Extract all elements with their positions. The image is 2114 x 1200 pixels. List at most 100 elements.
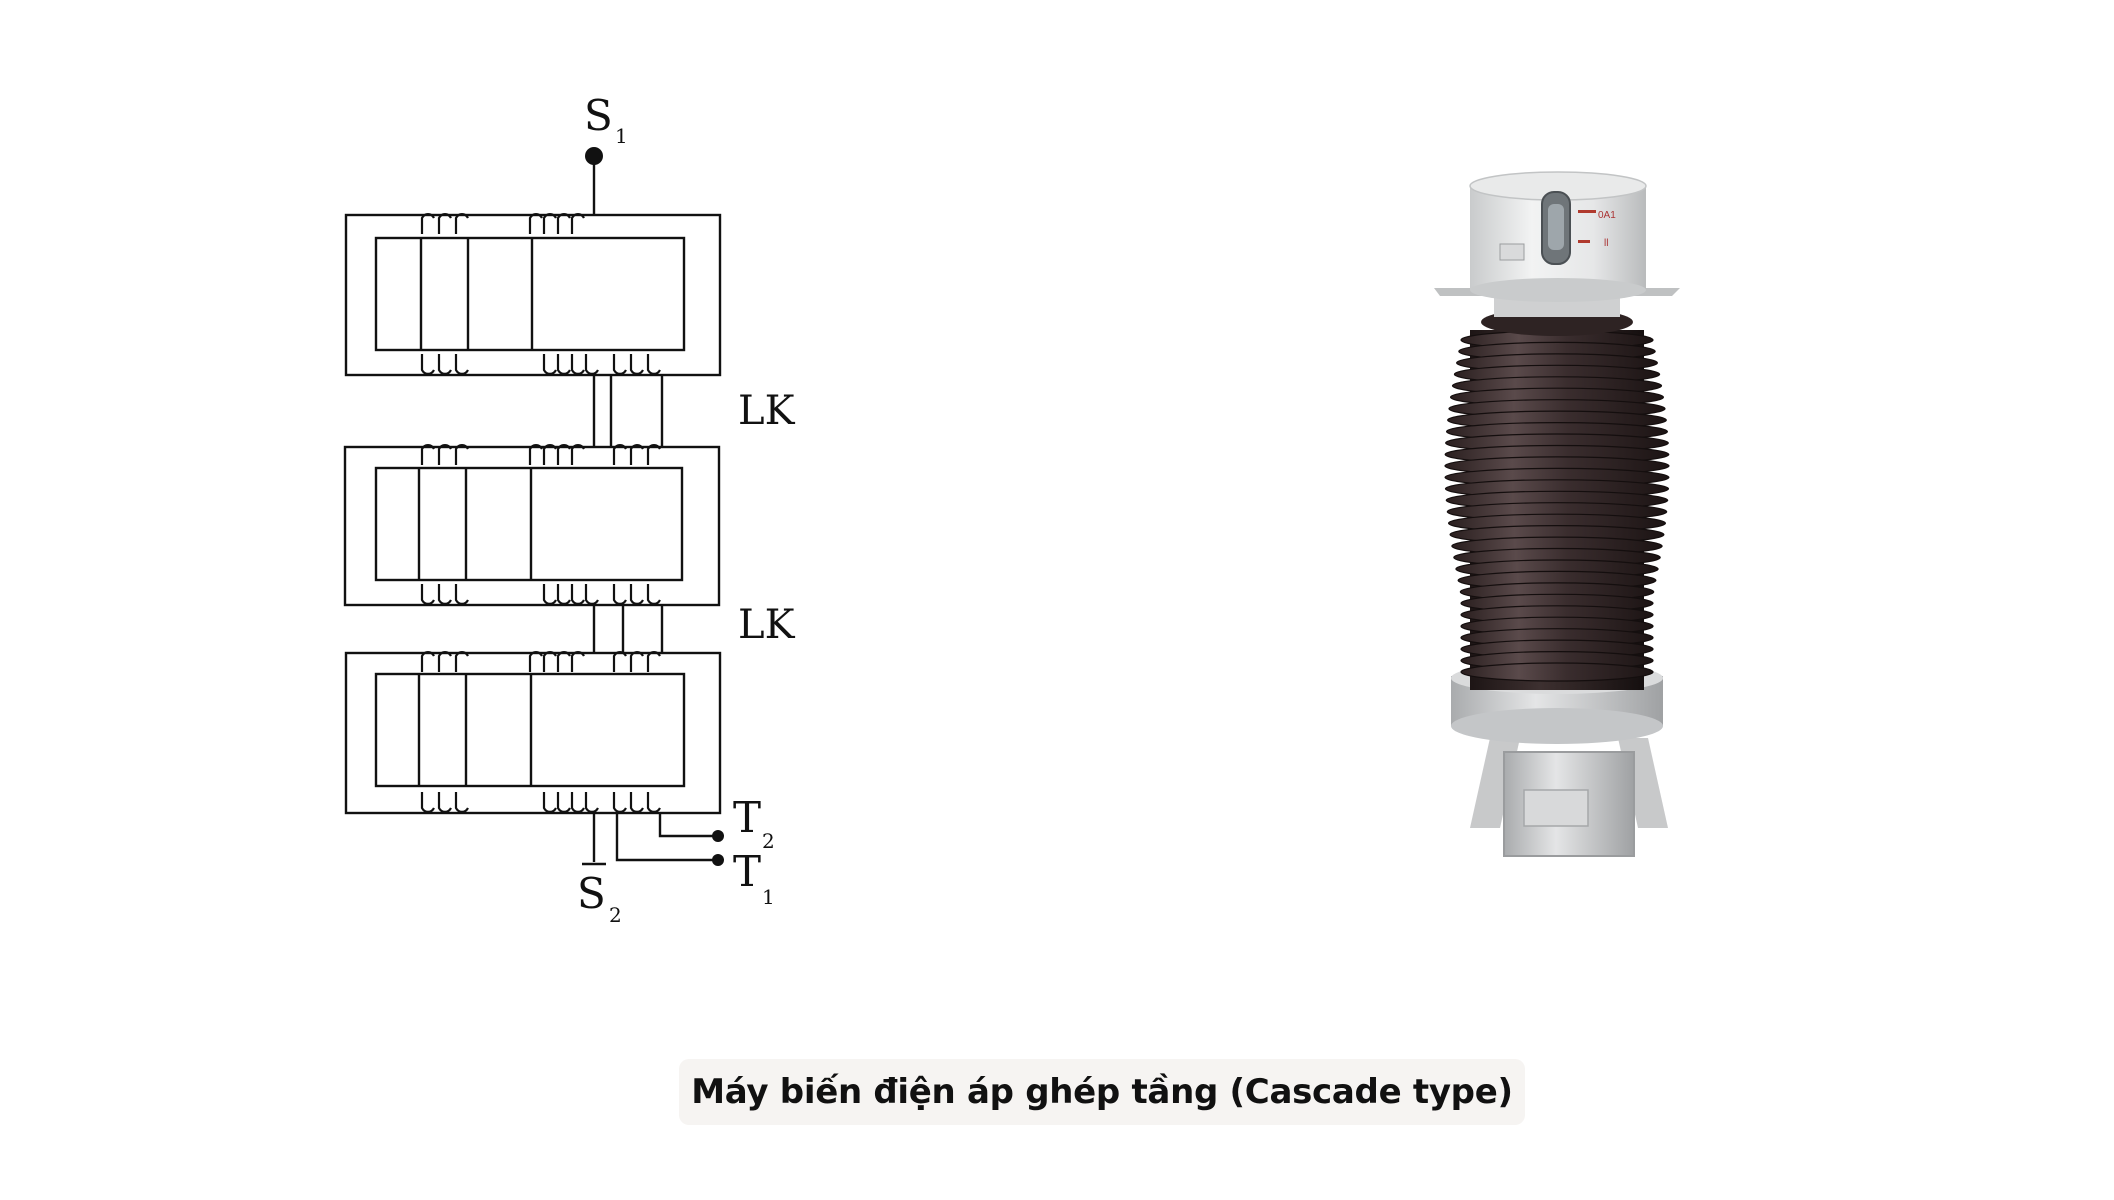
coil-turn <box>437 354 452 375</box>
coil-turn <box>556 354 571 375</box>
coil-turn <box>612 584 627 605</box>
coupling-label-2: LK <box>738 602 796 648</box>
nameplate-mark-1: 0A1 <box>1598 210 1616 221</box>
terminal-s2: S 2 <box>577 813 622 927</box>
svg-text:1: 1 <box>615 124 628 148</box>
coil-turn <box>612 444 627 465</box>
svg-text:S: S <box>584 91 613 140</box>
caption-text: Máy biến điện áp ghép tầng (Cascade type… <box>691 1072 1513 1112</box>
cascade-transformer-photo: 0A1 ll <box>1434 171 1680 857</box>
terminal-t1-label: T 1 <box>733 847 775 909</box>
coil-windings <box>420 213 661 813</box>
svg-text:2: 2 <box>762 829 775 853</box>
coil-turn <box>542 584 557 605</box>
coil-turn <box>542 354 557 375</box>
coil-turn <box>556 213 571 234</box>
stage-1-bottom-coil-left <box>420 354 469 375</box>
stage-3-bottom-coil-main <box>542 792 599 813</box>
coil-turn <box>454 354 469 375</box>
coil-turn <box>420 354 435 375</box>
coil-turn <box>528 651 543 672</box>
stage-3-top-coil-right <box>612 651 661 672</box>
stage-1-top-coil-left <box>420 213 469 234</box>
coil-turn <box>646 651 661 672</box>
coil-turn <box>612 651 627 672</box>
terminal-s1: S 1 <box>584 91 628 215</box>
coil-turn <box>556 651 571 672</box>
nameplate-mark-2: ll <box>1604 238 1608 249</box>
stage-2-bottom-coil-right <box>612 584 661 605</box>
coil-turn <box>629 584 644 605</box>
coil-turn <box>612 354 627 375</box>
terminal-t1-dot <box>712 854 724 866</box>
caption-box: Máy biến điện áp ghép tầng (Cascade type… <box>679 1059 1525 1125</box>
svg-text:S: S <box>577 869 606 918</box>
coil-turn <box>420 651 435 672</box>
stage-1-bottom-coil-right <box>612 354 661 375</box>
coil-turn <box>629 792 644 813</box>
stage-3-bottom-coil-left <box>420 792 469 813</box>
coupling-label-1: LK <box>738 388 796 434</box>
stage-2-bottom-coil-main <box>542 584 599 605</box>
coil-turn <box>570 792 585 813</box>
svg-text:1: 1 <box>762 885 775 909</box>
coil-turn <box>629 651 644 672</box>
coil-turn <box>584 792 599 813</box>
stage-3-bottom-coil-right <box>612 792 661 813</box>
base-assembly <box>1470 738 1668 857</box>
coil-turn <box>437 444 452 465</box>
coil-turn <box>437 213 452 234</box>
coil-turn <box>570 213 585 234</box>
coil-turn <box>570 354 585 375</box>
coil-turn <box>454 213 469 234</box>
stage-1-bottom-coil-main <box>542 354 599 375</box>
insulator-shed <box>1460 662 1654 682</box>
stage-3-top-coil-left <box>420 651 469 672</box>
coil-turn <box>454 792 469 813</box>
coil-turn <box>556 792 571 813</box>
coil-turn <box>629 444 644 465</box>
coil-turn <box>542 651 557 672</box>
svg-text:T: T <box>733 847 761 896</box>
coil-turn <box>542 792 557 813</box>
terminal-t2-label: T 2 <box>733 793 775 853</box>
coil-turn <box>454 444 469 465</box>
coil-turn <box>437 651 452 672</box>
coil-turn <box>454 651 469 672</box>
coupling-leads <box>592 375 664 653</box>
coil-turn <box>437 584 452 605</box>
stage-2-bottom-coil-left <box>420 584 469 605</box>
coil-turn <box>528 213 543 234</box>
coil-turn <box>570 444 585 465</box>
stage-2-top-coil-left <box>420 444 469 465</box>
coil-turn <box>612 792 627 813</box>
coil-turn <box>646 354 661 375</box>
stage-3-top-coil-main <box>528 651 585 672</box>
output-leads <box>615 813 717 862</box>
stage-2-top-coil-main <box>528 444 585 465</box>
stage-1-top-coil-main <box>528 213 585 234</box>
svg-text:T: T <box>733 793 761 842</box>
insulator-body <box>1444 308 1670 690</box>
coil-turn <box>420 792 435 813</box>
terminal-t2-dot <box>712 830 724 842</box>
coil-turn <box>528 444 543 465</box>
coil-turn <box>542 213 557 234</box>
stage-2-top-coil-right <box>612 444 661 465</box>
coil-turn <box>437 792 452 813</box>
cascade-transformer-schematic: S 1 S 2 T 2 T 1 LK LK <box>343 91 796 927</box>
coil-turn <box>420 213 435 234</box>
coil-turn <box>646 584 661 605</box>
top-housing: 0A1 ll <box>1434 171 1680 317</box>
coil-turn <box>629 354 644 375</box>
coil-turn <box>570 651 585 672</box>
svg-text:2: 2 <box>609 903 622 927</box>
coil-turn <box>570 584 585 605</box>
coil-turn <box>584 354 599 375</box>
coil-turn <box>420 444 435 465</box>
coil-turn <box>584 584 599 605</box>
coil-turn <box>542 444 557 465</box>
coil-turn <box>556 444 571 465</box>
coil-turn <box>420 584 435 605</box>
coil-turn <box>646 792 661 813</box>
